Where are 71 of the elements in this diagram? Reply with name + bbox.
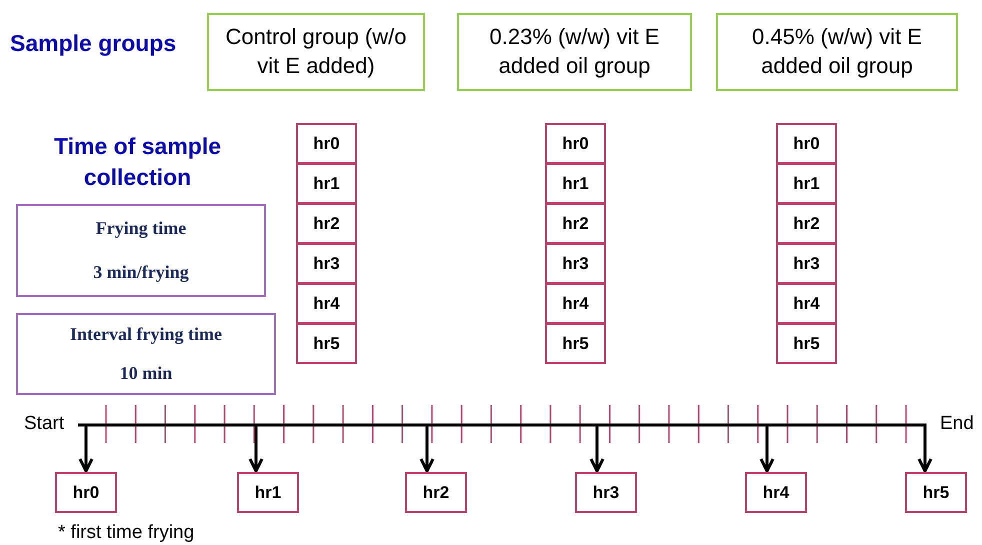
time-box bbox=[545, 243, 606, 284]
box-title: hr1 bbox=[793, 174, 820, 194]
box-title: hr3 bbox=[793, 254, 820, 274]
box-title: hr4 bbox=[562, 294, 589, 314]
box-title: hr5 bbox=[562, 334, 589, 354]
box-title: hr3 bbox=[592, 482, 620, 502]
box-title: hr0 bbox=[562, 134, 589, 154]
box-text: 10 min bbox=[120, 363, 172, 384]
box-title: 0.45% (w/w) vit E added oil group bbox=[751, 23, 923, 80]
time-box bbox=[545, 283, 606, 324]
arrow bbox=[913, 424, 932, 472]
time-box bbox=[745, 472, 807, 513]
arrow bbox=[590, 425, 604, 472]
box-title: hr4 bbox=[762, 482, 790, 502]
time-box bbox=[545, 203, 606, 244]
box-title: hr1 bbox=[254, 482, 282, 502]
box-title: hr3 bbox=[313, 254, 340, 274]
box-title: hr0 bbox=[793, 134, 820, 154]
time-box bbox=[296, 323, 357, 364]
time-box bbox=[545, 163, 606, 204]
box-title: hr5 bbox=[922, 482, 950, 502]
time-box bbox=[296, 243, 357, 284]
time-box bbox=[296, 163, 357, 204]
time-box bbox=[55, 472, 117, 513]
timeline-label: Start bbox=[24, 413, 64, 435]
box-title: Interval frying time bbox=[70, 324, 222, 345]
time-box bbox=[776, 243, 837, 284]
box-title: hr5 bbox=[313, 334, 340, 354]
box-title: hr2 bbox=[422, 482, 450, 502]
info-box bbox=[16, 313, 276, 395]
arrow bbox=[248, 425, 264, 472]
box-title: hr4 bbox=[793, 294, 820, 314]
box-title: hr2 bbox=[562, 214, 589, 234]
box-title: Frying time bbox=[96, 218, 186, 239]
arrow bbox=[78, 425, 94, 472]
time-box bbox=[296, 203, 357, 244]
section-heading: Sample groups bbox=[10, 30, 176, 57]
time-box bbox=[776, 203, 837, 244]
box-title: Control group (w/o vit E added) bbox=[225, 23, 407, 80]
box-title: hr3 bbox=[562, 254, 589, 274]
box-title: hr0 bbox=[313, 134, 340, 154]
time-box bbox=[776, 123, 837, 164]
group-box bbox=[457, 13, 692, 91]
box-title: hr1 bbox=[562, 174, 589, 194]
time-box bbox=[405, 472, 467, 513]
time-box bbox=[545, 323, 606, 364]
footnote: * first time frying bbox=[58, 522, 194, 544]
time-box bbox=[575, 472, 637, 513]
box-text: 3 min/frying bbox=[93, 262, 189, 284]
box-title: hr2 bbox=[313, 214, 340, 234]
time-box bbox=[776, 323, 837, 364]
section-heading: Time of sample collection bbox=[52, 132, 222, 192]
box-title: hr4 bbox=[313, 294, 340, 314]
time-box bbox=[545, 123, 606, 164]
box-title: hr0 bbox=[72, 482, 100, 502]
box-title: 0.23% (w/w) vit E added oil group bbox=[488, 23, 660, 80]
time-box bbox=[237, 472, 299, 513]
box-title: hr1 bbox=[313, 174, 340, 194]
time-box bbox=[905, 472, 967, 513]
time-box bbox=[296, 123, 357, 164]
box-title: hr2 bbox=[793, 214, 820, 234]
arrow bbox=[760, 425, 774, 472]
time-box bbox=[776, 163, 837, 204]
timeline-label: End bbox=[940, 413, 974, 435]
group-box bbox=[207, 13, 425, 91]
info-box bbox=[16, 204, 266, 297]
time-box bbox=[776, 283, 837, 324]
arrow bbox=[420, 425, 434, 472]
time-box bbox=[296, 283, 357, 324]
group-box bbox=[716, 13, 958, 91]
box-title: hr5 bbox=[793, 334, 820, 354]
